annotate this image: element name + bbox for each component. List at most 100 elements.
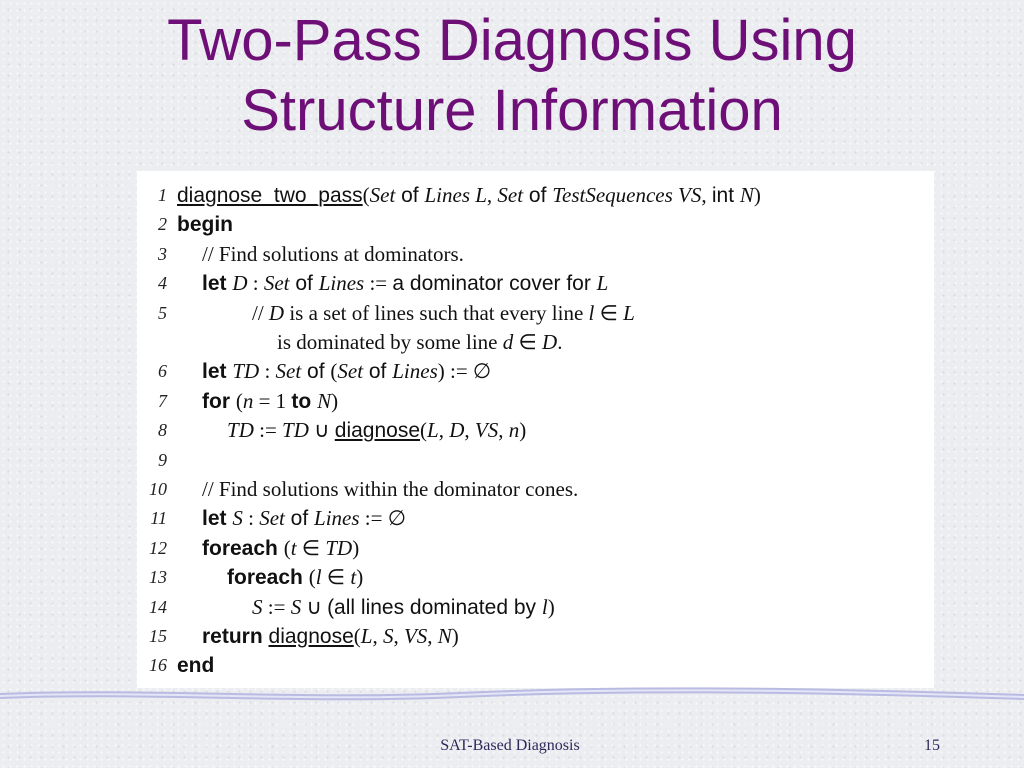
code-token: Set — [263, 271, 290, 296]
code-token: S — [690, 183, 702, 207]
code-token: T — [227, 418, 239, 443]
code-token: := — [262, 594, 291, 619]
line-number: 16 — [149, 655, 167, 676]
code-text: let S : Set of Lines := ∅ — [202, 504, 406, 533]
code-text: diagnose_two_pass(Set of Lines L, Set of… — [177, 181, 761, 210]
code-token: let — [202, 360, 233, 384]
code-token: . — [557, 330, 563, 354]
code-token: Set — [369, 183, 396, 207]
code-token: of — [523, 184, 553, 207]
code-token: ( — [235, 388, 243, 413]
code-line: 4 let D : Set of Lines := a dominator cov… — [137, 269, 934, 298]
code-token: ) — [753, 183, 761, 207]
code-token: TestSequences V — [552, 183, 691, 207]
code-token: of — [395, 184, 425, 207]
code-token: T — [232, 359, 245, 384]
code-token: N — [437, 624, 452, 648]
code-token: of — [284, 507, 315, 531]
code-line: 10// Find solutions within the dominator… — [137, 475, 934, 504]
code-token: D — [449, 418, 465, 443]
code-token: ∈ — [513, 330, 543, 354]
code-text: for (n = 1 to N) — [202, 387, 338, 416]
code-text: begin — [177, 210, 233, 239]
code-text: // D is a set of lines such that every l… — [252, 299, 635, 328]
code-token: , — [464, 418, 475, 443]
code-token: , — [498, 418, 509, 443]
code-token: of — [301, 360, 331, 384]
code-token: of — [289, 272, 319, 296]
code-token: ) — [331, 388, 339, 413]
code-token: n — [508, 418, 520, 443]
code-token: := ∅ — [359, 506, 407, 531]
code-token: ( — [308, 565, 316, 590]
code-token: // Find solutions within the dominator c… — [202, 477, 579, 501]
code-token: D — [542, 330, 558, 354]
code-token: // — [252, 300, 269, 325]
code-token: foreach — [227, 566, 309, 590]
code-token: S — [290, 594, 302, 619]
line-number: 12 — [149, 537, 167, 558]
code-token: (all lines dominated by — [327, 595, 542, 619]
code-token: Set — [337, 359, 364, 384]
code-token: of — [363, 360, 393, 384]
line-number: 7 — [158, 390, 167, 411]
code-token: , — [427, 624, 438, 648]
code-line: 5// D is a set of lines such that every … — [137, 299, 934, 328]
code-token: end — [177, 654, 215, 678]
code-token: D — [337, 535, 353, 560]
code-token: V — [474, 418, 488, 443]
code-token: a dominator cover for — [392, 272, 597, 296]
code-token: l — [315, 565, 322, 590]
code-token: S — [232, 506, 243, 531]
slide-title-line-1: Two-Pass Diagnosis Using — [167, 8, 857, 73]
code-token: D — [268, 300, 285, 325]
line-number: 13 — [149, 567, 167, 588]
code-token: t — [350, 565, 357, 590]
code-token: L — [623, 300, 635, 325]
code-token: diagnose — [268, 625, 354, 648]
code-token: S — [252, 594, 263, 619]
code-token: ∈ — [296, 535, 326, 560]
line-number: 11 — [150, 508, 167, 529]
code-token: ∈ — [594, 300, 624, 325]
code-token: L — [360, 624, 373, 648]
code-line: 7 for (n = 1 to N) — [137, 387, 934, 416]
footer-text: SAT-Based Diagnosis — [440, 737, 580, 754]
code-token: ) := ∅ — [437, 359, 492, 384]
code-token: T — [325, 535, 338, 560]
code-token: ∪ — [308, 418, 335, 443]
code-token: is dominated by some line — [277, 330, 503, 354]
code-token: diagnose — [334, 419, 421, 443]
code-text: // Find solutions within the dominator c… — [202, 475, 578, 504]
code-token: N — [739, 183, 754, 207]
code-text: // Find solutions at dominators. — [202, 240, 464, 269]
code-token: ( — [420, 418, 428, 443]
code-token: N — [317, 388, 332, 413]
code-line: 9 — [137, 446, 934, 475]
code-token: ) — [451, 624, 459, 648]
code-text: return diagnose(L, S, VS, N) — [202, 622, 459, 651]
code-token: Lines — [314, 506, 360, 531]
code-token: int — [711, 184, 740, 207]
code-token: D — [293, 418, 309, 443]
code-token: , — [372, 624, 383, 648]
code-token: for — [202, 389, 236, 413]
code-token: D — [244, 359, 260, 384]
code-token: := — [253, 418, 283, 443]
decorative-wave-divider — [0, 687, 1024, 701]
code-text: let D : Set of Lines := a dominator cove… — [202, 269, 608, 298]
code-token: , — [701, 183, 712, 207]
code-token: ) — [547, 594, 555, 619]
line-number: 4 — [158, 273, 167, 294]
code-text: TD := TD ∪ diagnose(L, D, VS, n) — [227, 416, 526, 445]
line-number: 9 — [158, 449, 167, 470]
code-token: l — [588, 300, 595, 325]
